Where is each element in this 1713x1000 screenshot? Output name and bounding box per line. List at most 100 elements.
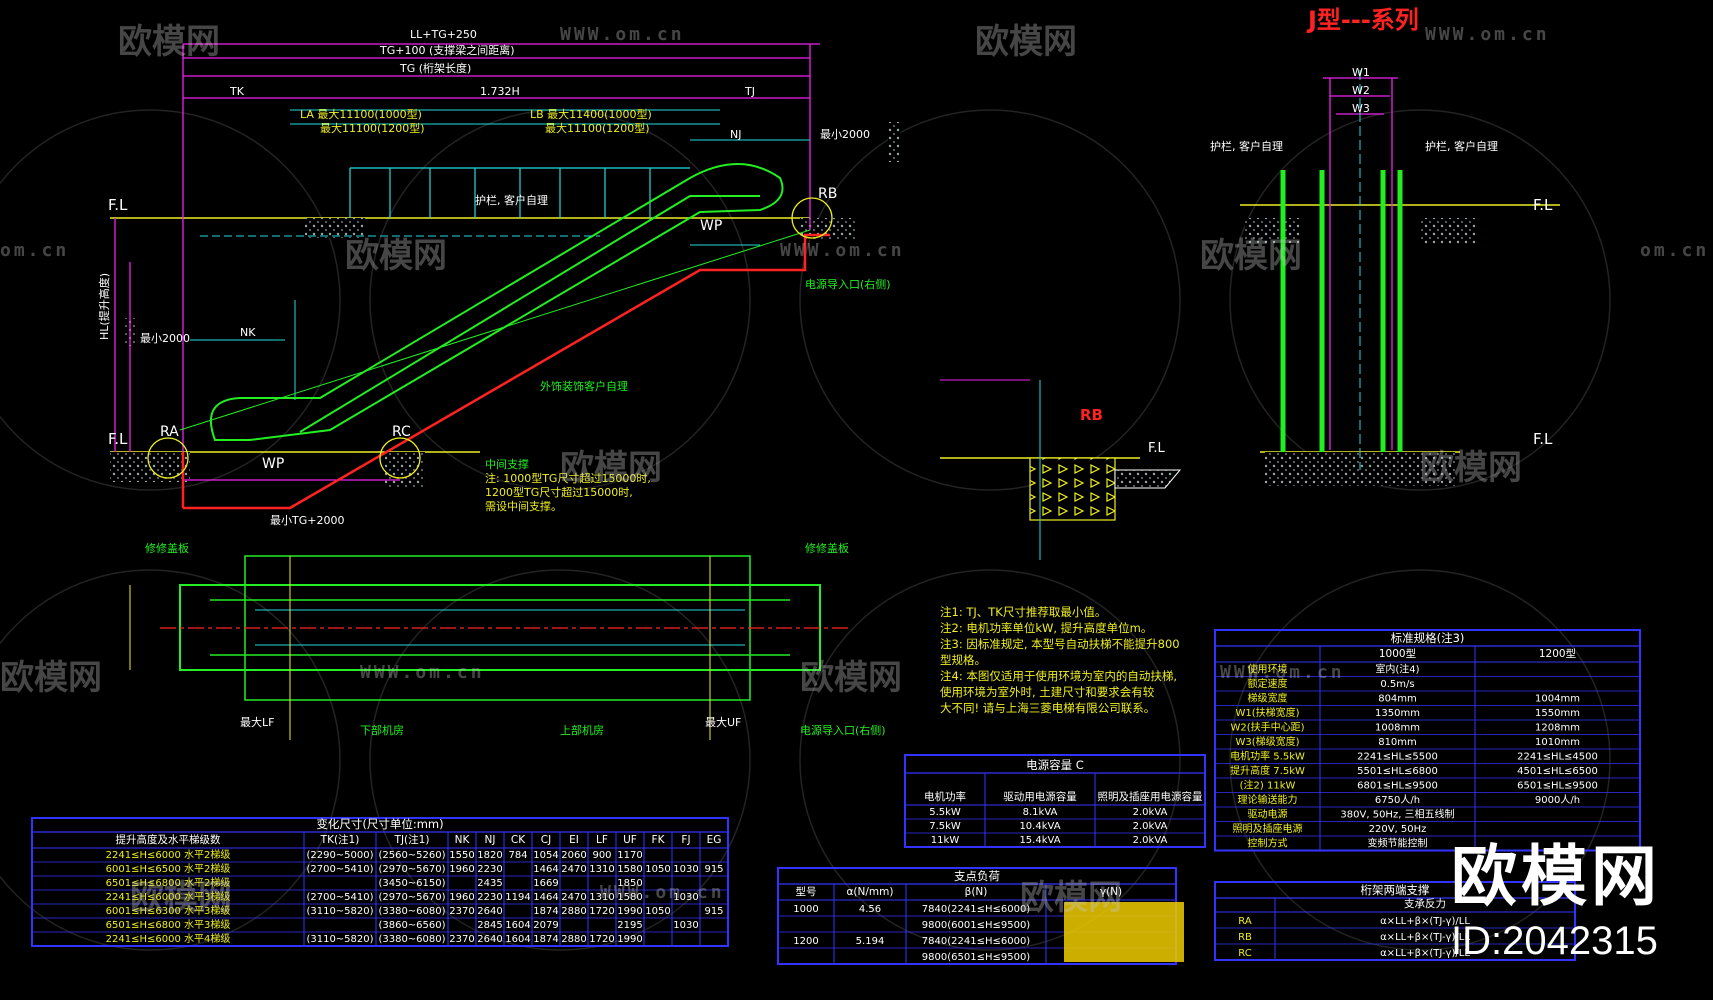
table-cell: 1820 bbox=[477, 850, 502, 861]
table-header: 型号 bbox=[796, 885, 817, 898]
table-cell: (2700~5410) bbox=[306, 864, 373, 875]
table-cell: 2880 bbox=[561, 934, 586, 945]
table-cell: 2230 bbox=[477, 892, 502, 903]
table-cell: 1050 bbox=[645, 864, 670, 875]
dim-max-uf: 最大UF bbox=[705, 715, 741, 729]
brand-name: 欧模网 bbox=[1451, 838, 1661, 915]
dim-nj: NJ bbox=[730, 128, 741, 141]
table-header: EG bbox=[707, 834, 722, 846]
table-cell: 使用环境 bbox=[1248, 663, 1288, 676]
table-cell: 1550mm bbox=[1535, 708, 1580, 719]
detail-fl: F.L bbox=[1148, 441, 1166, 456]
table-cell: 9800(6001≤H≤9500) bbox=[922, 920, 1031, 931]
note-left-3: 需设中间支撑。 bbox=[485, 499, 562, 513]
table-header: NJ bbox=[485, 834, 496, 846]
table-cell: RA bbox=[1238, 916, 1252, 927]
table-cell: 1194 bbox=[505, 892, 530, 903]
table-cell: 6501≤HL≤9500 bbox=[1517, 781, 1598, 792]
table-header: NK bbox=[455, 834, 471, 846]
table-cell: (3860~6560) bbox=[378, 920, 445, 931]
table-cell: 6001≤H≤6500 水平2梯级 bbox=[106, 862, 231, 875]
dimension-table-title: 变化尺寸(尺寸单位:mm) bbox=[316, 817, 443, 831]
table-cell: 1200 bbox=[793, 936, 818, 947]
table-header: TK(注1) bbox=[320, 833, 360, 846]
table-cell: 2241≤HL≤5500 bbox=[1357, 752, 1438, 763]
dim-w3: W3 bbox=[1352, 102, 1370, 115]
table-cell: 784 bbox=[508, 850, 527, 861]
table-cell: 2241≤HL≤4500 bbox=[1517, 752, 1598, 763]
support-table-title: 桁架两端支撑 bbox=[1361, 883, 1430, 897]
table-cell: 915 bbox=[704, 906, 723, 917]
table-cell: 7840(2241≤H≤6000) bbox=[922, 904, 1031, 915]
fl-label-section-upper: F.L bbox=[1533, 196, 1553, 214]
table-cell: 1550 bbox=[449, 850, 474, 861]
brand-id: ID:2042315 bbox=[1451, 919, 1658, 963]
table-cell: 9000人/h bbox=[1535, 794, 1580, 806]
table-cell: 804mm bbox=[1378, 694, 1417, 705]
table-cell: 1580 bbox=[617, 892, 642, 903]
table-cell: 1604 bbox=[505, 920, 530, 931]
table-cell: (2970~5670) bbox=[378, 864, 445, 875]
table-header: 电机功率 bbox=[924, 790, 966, 803]
repair-plate-left: 修修盖板 bbox=[145, 541, 189, 555]
table-cell: 2470 bbox=[561, 892, 586, 903]
plan-power-entry: 电源导入口(右侧) bbox=[800, 723, 886, 737]
table-cell: (3450~6150) bbox=[378, 878, 445, 889]
table-cell: 2230 bbox=[477, 864, 502, 875]
elevation-view bbox=[110, 43, 900, 510]
power-entry-label: 电源导入口(右侧) bbox=[805, 277, 891, 291]
table-header: 提升高度及水平梯级数 bbox=[116, 833, 221, 846]
ra-label: RA bbox=[160, 424, 179, 440]
fl-label-section-lower: F.L bbox=[1533, 430, 1553, 448]
rc-label: RC bbox=[392, 424, 411, 440]
table-cell: α×LL+β×(TJ-γ)/LL bbox=[1380, 948, 1470, 959]
table-cell: W2(扶手中心距) bbox=[1230, 721, 1304, 734]
table-cell: 6501≤H≤6800 水平2梯级 bbox=[106, 876, 231, 889]
cross-section: W1 W2 W3 护栏, 客户自理 护栏, 客户自理 F.L F.L bbox=[1210, 66, 1560, 486]
table-cell: (2700~5410) bbox=[306, 892, 373, 903]
table-cell: 10.4kVA bbox=[1019, 821, 1060, 832]
table-cell: 4501≤HL≤6500 bbox=[1517, 766, 1598, 777]
dim-w1: W1 bbox=[1352, 66, 1370, 79]
dim-min2000-left: 最小2000 bbox=[140, 332, 190, 345]
table-cell: (注2) 11kW bbox=[1240, 779, 1296, 792]
table-header: CK bbox=[511, 834, 526, 846]
table-cell: 1030 bbox=[673, 892, 698, 903]
table-header: LF bbox=[596, 834, 608, 846]
table-cell: 2370 bbox=[449, 906, 474, 917]
table-cell: 1960 bbox=[449, 864, 474, 875]
table-cell: 1050 bbox=[645, 906, 670, 917]
table-cell: 6750人/h bbox=[1375, 794, 1420, 806]
table-header: 驱动用电源容量 bbox=[1003, 790, 1077, 803]
table-header: γ(N) bbox=[1100, 886, 1122, 898]
table-cell: 1010mm bbox=[1535, 737, 1580, 748]
table-cell: 1874 bbox=[533, 934, 558, 945]
dim-w2: W2 bbox=[1352, 84, 1370, 97]
table-cell: 1310 bbox=[589, 864, 614, 875]
table-cell: 0.5m/s bbox=[1380, 679, 1414, 690]
table-header: β(N) bbox=[965, 886, 988, 898]
power-table-title: 电源容量 C bbox=[1026, 758, 1084, 772]
table-cell: 1990 bbox=[617, 934, 642, 945]
table-cell: 1030 bbox=[673, 864, 698, 875]
dim-top2: TG+100 (支撑梁之间距离) bbox=[379, 43, 515, 57]
upper-pit-label: 上部机房 bbox=[560, 723, 604, 737]
dim-la-a: LA 最大11100(1000型) bbox=[300, 107, 422, 121]
table-cell: W1(扶梯宽度) bbox=[1235, 706, 1299, 719]
gamma-highlight bbox=[1064, 902, 1184, 962]
table-cell: 2195 bbox=[617, 920, 642, 931]
load-table-title: 支点负荷 bbox=[954, 869, 1000, 883]
table-cell: 6001≤H≤6300 水平3梯级 bbox=[106, 904, 231, 917]
table-cell: 室内(注4) bbox=[1375, 663, 1419, 676]
table-cell: 1464 bbox=[533, 864, 558, 875]
detail-rb-title: RB bbox=[1080, 406, 1103, 424]
table-cell: 控制方式 bbox=[1248, 837, 1288, 850]
note-4a: 注4: 本图仅适用于使用环境为室内的自动扶梯, bbox=[940, 669, 1177, 683]
note-1: 注1: TJ、TK尺寸推荐取最小值。 bbox=[940, 605, 1106, 619]
table-header: UF bbox=[623, 834, 637, 846]
table-cell: 2880 bbox=[561, 906, 586, 917]
support-label: 中间支撑 bbox=[485, 457, 529, 471]
table-cell: 驱动电源 bbox=[1248, 808, 1288, 821]
table-header: FK bbox=[652, 834, 666, 846]
